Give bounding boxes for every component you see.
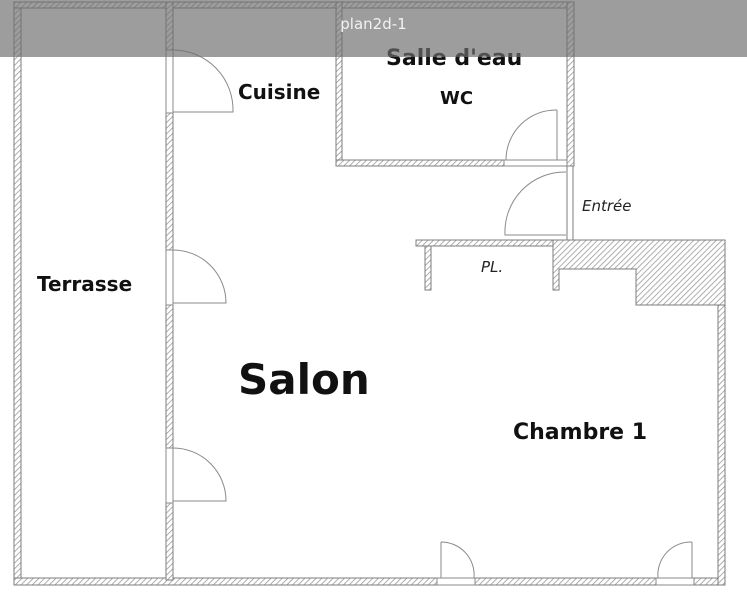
wall-bottom [13, 577, 726, 586]
door-salon-1 [172, 249, 227, 304]
door-bottom-2 [657, 541, 693, 579]
wall-placard-top [415, 239, 557, 247]
label-chambre-1: Chambre 1 [513, 420, 648, 445]
doors [172, 49, 693, 579]
wall-placard-left [424, 245, 432, 291]
overlay-title: plan2d-1 [340, 15, 407, 33]
door-cuisine [172, 49, 234, 113]
wall-left [13, 1, 22, 586]
label-terrasse: Terrasse [37, 272, 133, 296]
label-placard: PL. [481, 258, 504, 276]
door-salon-2 [172, 447, 227, 502]
label-wc: WC [440, 88, 474, 109]
door-entree [504, 171, 567, 236]
hatched-block [552, 239, 726, 306]
wall-entree [566, 165, 574, 243]
title-overlay-bar: plan2d-1 [0, 0, 747, 57]
label-salon: Salon [238, 355, 370, 404]
label-entree: Entrée [582, 197, 632, 215]
wall-right [717, 299, 726, 586]
door-wc [505, 109, 558, 161]
label-cuisine: Cuisine [238, 80, 321, 104]
door-bottom-1 [440, 541, 475, 579]
wall-sde-bottom [335, 159, 505, 167]
